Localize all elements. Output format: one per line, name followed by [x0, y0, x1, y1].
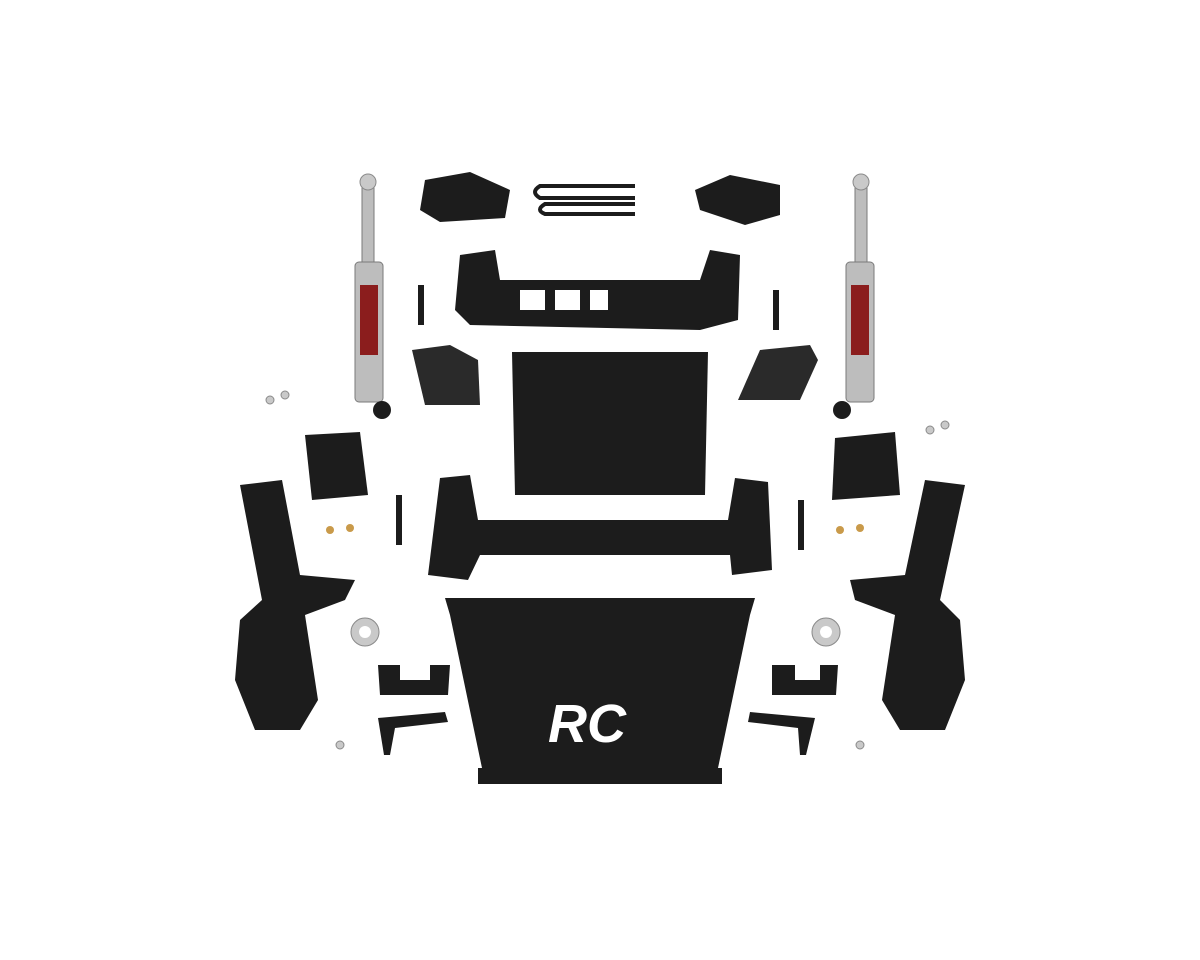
right-spacer: [832, 432, 900, 500]
left-shock: [354, 173, 391, 419]
right-knuckle: [850, 480, 965, 730]
left-spacer: [305, 432, 368, 500]
right-top-bracket: [695, 175, 780, 225]
left-small-bracket: [378, 665, 450, 695]
right-tie-rod-end: [748, 712, 815, 755]
front-skid-plate: RC: [445, 598, 755, 784]
rc-logo: RC: [548, 694, 627, 754]
left-tie-rod-end: [378, 712, 448, 755]
front-crossmember: [428, 475, 772, 580]
hardware: [265, 285, 950, 750]
u-bolts: [533, 184, 635, 216]
right-small-bracket: [772, 665, 838, 695]
right-plate: [738, 345, 818, 400]
right-shock: [833, 173, 875, 419]
center-skid-plate: [512, 352, 708, 495]
left-plate: [412, 345, 480, 405]
left-knuckle: [235, 480, 355, 730]
left-top-bracket: [420, 172, 510, 222]
